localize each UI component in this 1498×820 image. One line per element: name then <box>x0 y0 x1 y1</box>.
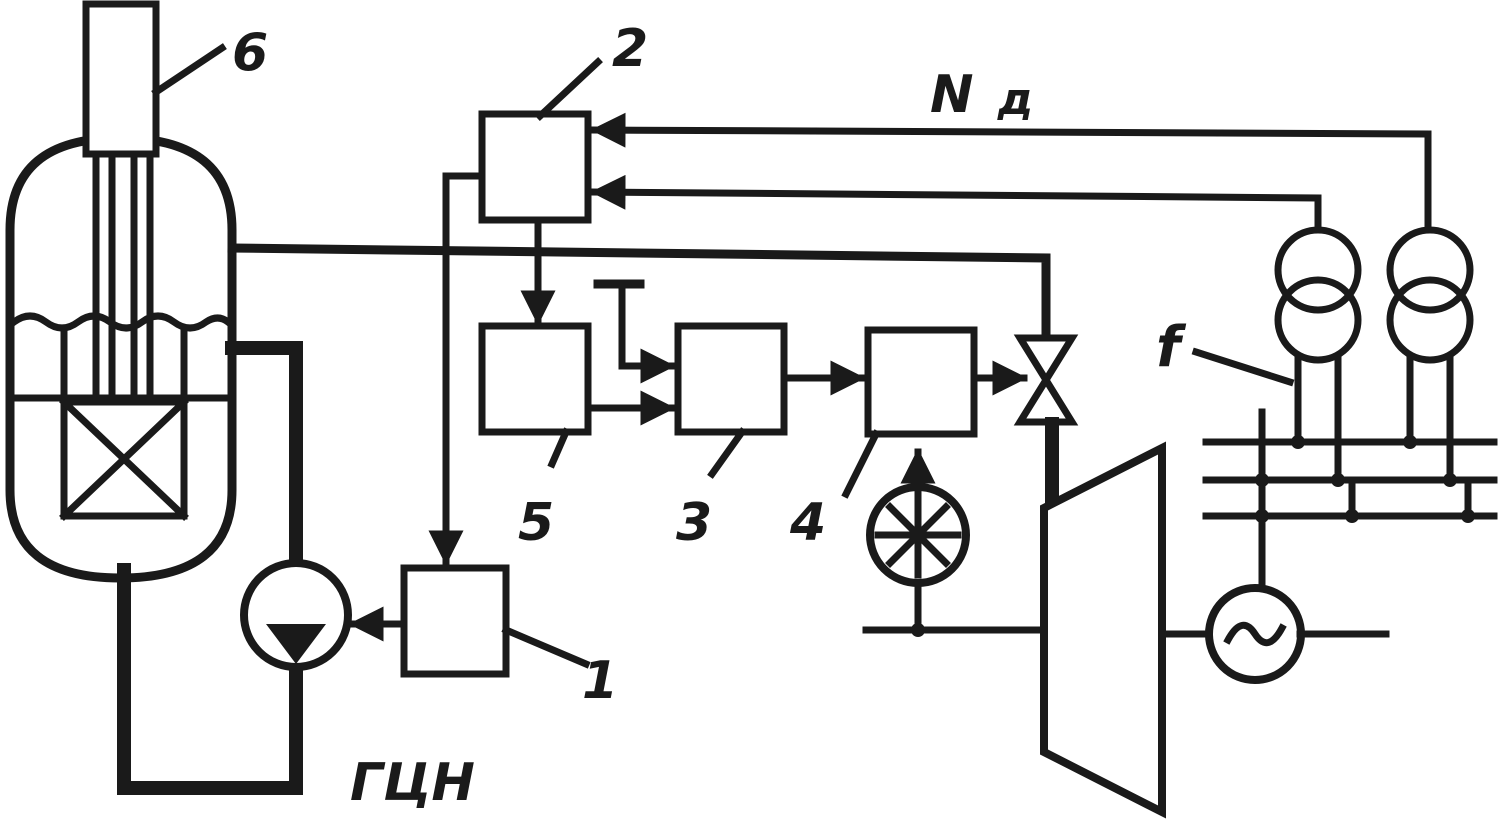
label-nd: N д <box>930 65 1033 125</box>
label-nd-sub: д <box>997 74 1034 125</box>
speed-governor <box>862 448 1048 637</box>
block-3 <box>674 322 788 436</box>
transformer-frequency <box>1274 226 1362 484</box>
label-5: 5 <box>518 493 554 553</box>
transformer-power <box>1386 226 1474 484</box>
steam-line <box>227 243 1051 343</box>
label-gcn: ГЦН <box>350 753 475 813</box>
label-nd-main: N <box>930 65 974 125</box>
label-1: 1 <box>582 651 618 711</box>
three-phase-bus <box>1202 408 1498 523</box>
label-4: 4 <box>789 493 826 553</box>
label-6: 6 <box>232 23 268 83</box>
control-rod-drive <box>82 0 160 158</box>
leader-lines <box>501 57 1295 669</box>
block-5 <box>478 322 592 436</box>
block-2 <box>478 110 592 224</box>
signal-lines <box>348 112 1432 642</box>
reactor-core <box>59 397 189 521</box>
label-f: f <box>1156 315 1187 380</box>
label-2: 2 <box>612 19 648 79</box>
block-4 <box>864 326 978 438</box>
block-1 <box>400 564 510 678</box>
reactor-vessel <box>5 133 237 583</box>
turbine-control-valve <box>1013 334 1079 426</box>
turbine <box>1040 441 1166 819</box>
label-3: 3 <box>676 493 712 553</box>
primary-loop <box>117 341 303 795</box>
generator <box>1158 508 1390 684</box>
main-circulation-pump <box>240 559 352 671</box>
leader-line-6 <box>151 43 227 97</box>
